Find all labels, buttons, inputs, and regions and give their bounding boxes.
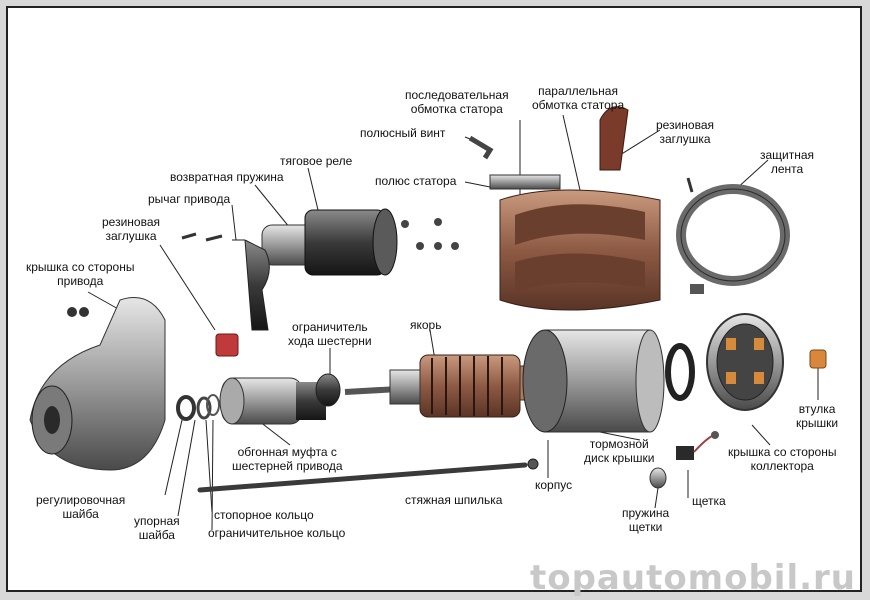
label-drive-lever: рычаг привода [148, 192, 231, 206]
label-brush-spring-line1: пружина [622, 506, 670, 520]
label-brake-disc-line2: диск крышки [584, 451, 655, 465]
housing-part [522, 329, 665, 433]
watermark: topautomobil.ru [529, 558, 856, 598]
label-collector-cover-line2: коллектора [750, 459, 814, 473]
label-drive-side-cover-line2: привода [57, 274, 104, 288]
label-return-spring: возвратная пружина [170, 170, 284, 184]
label-overrunning-clutch: обгонная муфта с шестерней привода [232, 445, 343, 473]
gear-stop-part [315, 373, 341, 407]
label-brake-disc-line1: тормозной [589, 437, 649, 451]
drive-lever-part [232, 239, 270, 331]
label-series-winding: последовательная обмотка статора [405, 88, 509, 116]
label-armature: якорь [410, 318, 442, 332]
label-rubber-plug-left: резиновая заглушка [102, 215, 160, 243]
collector-cover-part [706, 313, 784, 411]
label-collector-cover: крышка со стороны коллектора [728, 445, 836, 473]
label-thrust-washer-line2: шайба [138, 528, 175, 542]
label-gear-stop-line2: хода шестерни [288, 334, 372, 348]
label-rubber-plug-top: резиновая заглушка [656, 118, 714, 146]
label-lock-ring: стопорное кольцо [214, 508, 314, 522]
label-collector-cover-line1: крышка со стороны [728, 445, 837, 459]
label-brake-disc: тормозной диск крышки [584, 437, 654, 465]
traction-relay-part [261, 208, 459, 276]
drive-side-cover-part [29, 297, 166, 471]
label-rubber-plug-left-line2: заглушка [105, 229, 157, 243]
label-brush-spring-line2: щетки [628, 520, 663, 534]
label-gear-stop-line1: ограничитель [292, 320, 368, 334]
pins-part [181, 232, 223, 242]
label-bushing-line1: втулка [798, 402, 836, 416]
label-stator-pole: полюс статора [375, 174, 457, 188]
label-pole-screw: полюсный винт [360, 126, 446, 140]
label-protective-band-line2: лента [770, 162, 804, 176]
label-thrust-washer: упорная шайба [134, 514, 180, 542]
label-protective-band: защитная лента [760, 148, 814, 176]
label-brush-spring: пружина щетки [622, 506, 669, 534]
diagram-frame [6, 6, 862, 592]
brush-part [676, 431, 719, 460]
label-traction-relay: тяговое реле [280, 154, 353, 168]
washers-part [176, 394, 220, 421]
protective-band-part [676, 184, 790, 294]
label-overrunning-clutch-line1: обгонная муфта с [237, 445, 337, 459]
stator-part [489, 106, 661, 311]
bushing-part [809, 349, 827, 369]
tie-rod-part [197, 462, 528, 493]
label-thrust-washer-line1: упорная [134, 514, 180, 528]
label-parallel-winding-line2: обмотка статора [532, 98, 625, 112]
label-gear-stop: ограничитель хода шестерни [288, 320, 372, 348]
band-screw-part [686, 177, 694, 193]
rubber-plug-left-part [215, 333, 239, 357]
overrunning-clutch-part [219, 377, 326, 425]
label-rubber-plug-top-line2: заглушка [659, 132, 711, 146]
label-adjusting-washer-line1: регулировочная [36, 493, 126, 507]
label-tie-rod: стяжная шпилька [405, 493, 503, 507]
brake-disc-part [665, 343, 695, 401]
label-bushing: втулка крышки [796, 402, 838, 430]
label-parallel-winding: параллельная обмотка статора [532, 84, 624, 112]
brush-spring-part [649, 467, 667, 489]
label-housing: корпус [535, 478, 573, 492]
pole-screw-part [468, 135, 494, 160]
label-adjusting-washer: регулировочная шайба [36, 493, 125, 521]
label-brush: щетка [692, 494, 726, 508]
label-protective-band-line1: защитная [760, 148, 815, 162]
tie-rod-nut [527, 458, 539, 470]
label-drive-side-cover: крышка со стороны привода [26, 260, 134, 288]
label-limit-ring: ограничительное кольцо [208, 526, 346, 540]
label-rubber-plug-left-line1: резиновая [102, 215, 161, 229]
label-series-winding-line2: обмотка статора [410, 102, 503, 116]
label-drive-side-cover-line1: крышка со стороны [26, 260, 135, 274]
label-adjusting-washer-line2: шайба [62, 507, 99, 521]
label-overrunning-clutch-line2: шестерней привода [232, 459, 343, 473]
label-series-winding-line1: последовательная [405, 88, 509, 102]
label-bushing-line2: крышки [796, 416, 839, 430]
label-parallel-winding-line1: параллельная [538, 84, 618, 98]
label-rubber-plug-top-line1: резиновая [656, 118, 715, 132]
